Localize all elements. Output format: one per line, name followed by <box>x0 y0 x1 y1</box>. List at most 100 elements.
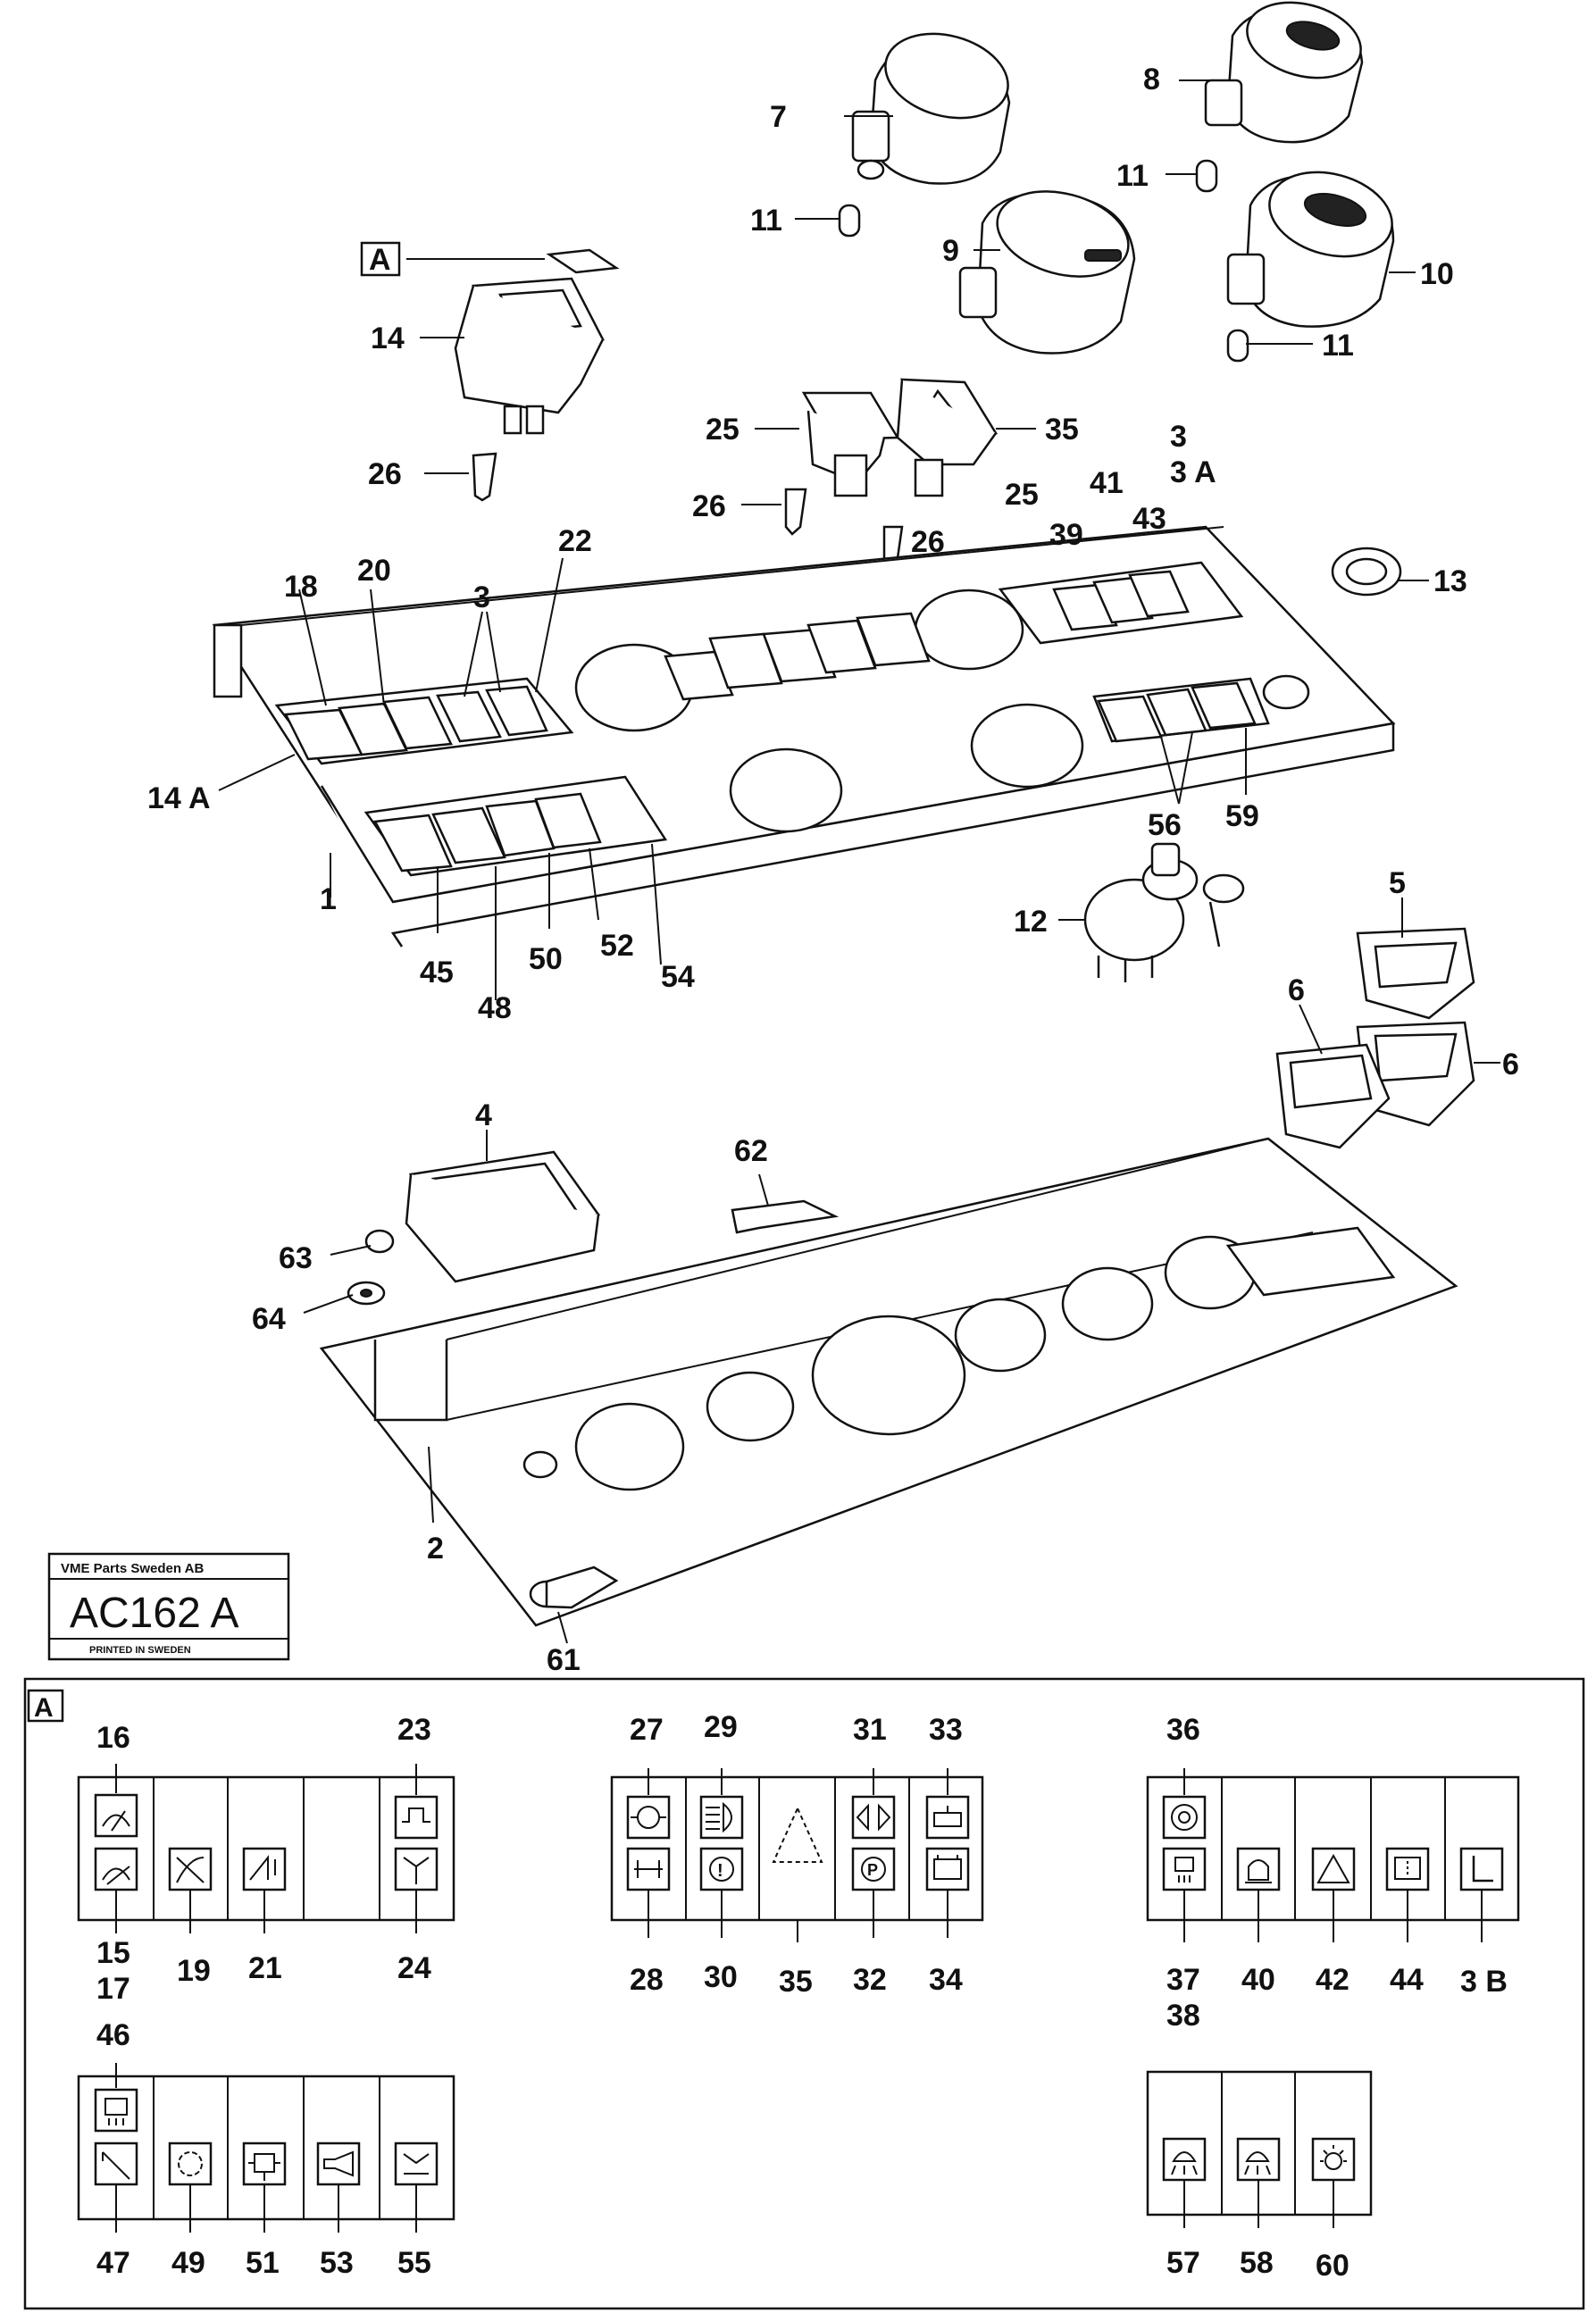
callout-22: 22 <box>558 524 592 558</box>
callout-43: 43 <box>1132 502 1166 536</box>
callout-11b: 11 <box>1116 159 1149 193</box>
bulb-26b[interactable] <box>784 488 807 536</box>
callout-8: 8 <box>1143 63 1160 96</box>
detail-31: 31 <box>853 1713 887 1747</box>
switch-35[interactable] <box>896 378 999 497</box>
detail-42: 42 <box>1316 1963 1349 1997</box>
detail-a-frame: A <box>23 1677 1585 2310</box>
oil-pressure-icon <box>925 1795 970 1840</box>
gauge-10[interactable] <box>1226 159 1401 328</box>
brake-icon: ! <box>699 1847 744 1891</box>
detail-29: 29 <box>704 1710 738 1744</box>
callout-3A: 3 A <box>1170 455 1216 489</box>
washer-64[interactable] <box>347 1281 386 1306</box>
callout-56: 56 <box>1148 808 1182 842</box>
callout-61: 61 <box>547 1643 581 1677</box>
clip-61[interactable] <box>529 1565 619 1609</box>
bulb-11c[interactable] <box>1226 329 1249 363</box>
beacon-icon <box>1236 1847 1281 1891</box>
parking-brake-icon: P <box>851 1847 896 1891</box>
detail-24: 24 <box>397 1951 431 1985</box>
cup-5[interactable] <box>1356 927 1475 1020</box>
glow-plug-icon <box>626 1795 671 1840</box>
detail-group-5: 57 58 60 <box>1146 2070 1373 2283</box>
callout-54: 54 <box>661 960 695 994</box>
spread-mode-icon <box>394 2141 439 2186</box>
cup-6a[interactable] <box>1275 1043 1391 1149</box>
callout-26b: 26 <box>692 489 726 523</box>
switch-bank-right-top[interactable] <box>998 561 1244 645</box>
symbol-plate-A[interactable] <box>546 248 620 274</box>
mirror-heat-icon <box>1385 1847 1430 1891</box>
callout-63: 63 <box>279 1241 313 1275</box>
bulb-11a[interactable] <box>838 204 861 238</box>
gauge-7[interactable] <box>851 21 1017 185</box>
callout-14: 14 <box>371 321 405 355</box>
callout-64: 64 <box>252 1302 286 1336</box>
screw-63[interactable] <box>364 1229 395 1254</box>
bulb-11b[interactable] <box>1195 159 1218 193</box>
callout-52: 52 <box>600 929 634 963</box>
callout-26a: 26 <box>368 457 402 491</box>
callout-48: 48 <box>478 991 512 1025</box>
stamp-company: VME Parts Sweden AB <box>61 1561 204 1576</box>
callout-10: 10 <box>1420 257 1454 291</box>
detail-27: 27 <box>630 1713 664 1747</box>
horn-icon <box>316 2141 361 2186</box>
detail-55: 55 <box>397 2246 431 2280</box>
differential-lock-icon <box>626 1847 671 1891</box>
switch-25[interactable] <box>801 391 900 497</box>
detail-30: 30 <box>704 1960 738 1994</box>
lower-panel-2[interactable] <box>319 1137 1458 1627</box>
heater-icon <box>1162 1847 1207 1891</box>
worklight-rear-icon <box>1236 2137 1281 2182</box>
grommet-13[interactable] <box>1331 547 1402 597</box>
detail-19: 19 <box>177 1954 211 1988</box>
detail-40: 40 <box>1241 1963 1275 1997</box>
callout-35a: 35 <box>1045 413 1079 447</box>
tray-4[interactable] <box>405 1150 601 1283</box>
callout-12: 12 <box>1014 905 1048 939</box>
callout-9: 9 <box>942 234 959 268</box>
detail-47: 47 <box>96 2246 130 2280</box>
detail-35: 35 <box>779 1965 813 1999</box>
detail-53: 53 <box>320 2246 354 2280</box>
callout-11a: 11 <box>750 204 782 238</box>
ignition-switch-12[interactable] <box>1083 842 1245 982</box>
callout-59: 59 <box>1225 799 1259 833</box>
detail-21: 21 <box>248 1951 282 1985</box>
detail-16: 16 <box>96 1721 130 1755</box>
detail-38: 38 <box>1166 1999 1200 2033</box>
detail-34: 34 <box>929 1963 963 1997</box>
hazard-warning-icon <box>772 1806 823 1863</box>
callout-A: A <box>369 243 391 277</box>
clip-62[interactable] <box>731 1199 840 1234</box>
gauge-8[interactable] <box>1204 0 1369 144</box>
detail-46: 46 <box>96 2018 130 2052</box>
spread-icon <box>394 1847 439 1891</box>
detail-57: 57 <box>1166 2246 1200 2280</box>
detail-33: 33 <box>929 1713 963 1747</box>
detail-3B: 3 B <box>1460 1965 1508 1999</box>
worklight-front-icon <box>1162 2137 1207 2182</box>
detail-49: 49 <box>171 2246 205 2280</box>
gauge-9[interactable] <box>958 178 1138 355</box>
detail-group-3: 36 37 38 40 42 44 3 B <box>1146 1713 1520 2033</box>
switch-bank-right-bottom[interactable] <box>1092 677 1270 743</box>
interior-light-icon <box>1311 2137 1356 2182</box>
callout-20: 20 <box>357 554 391 588</box>
stamp-code: AC162 A <box>70 1590 238 1637</box>
detail-group-4: 46 47 49 51 53 55 <box>77 2018 455 2280</box>
detail-58: 58 <box>1240 2246 1274 2280</box>
callout-11c: 11 <box>1322 329 1354 363</box>
heated-seat-icon <box>94 2088 138 2133</box>
switch-14[interactable] <box>454 277 605 435</box>
callout-3a: 3 <box>1170 420 1187 454</box>
bulb-26a[interactable] <box>472 452 497 502</box>
headlight-icon <box>699 1795 744 1840</box>
svg-text:!: ! <box>717 1861 723 1881</box>
switch-bank-lower[interactable] <box>363 775 668 877</box>
wash-icon <box>94 1847 138 1891</box>
detail-44: 44 <box>1390 1963 1424 1997</box>
callout-45: 45 <box>420 956 454 989</box>
